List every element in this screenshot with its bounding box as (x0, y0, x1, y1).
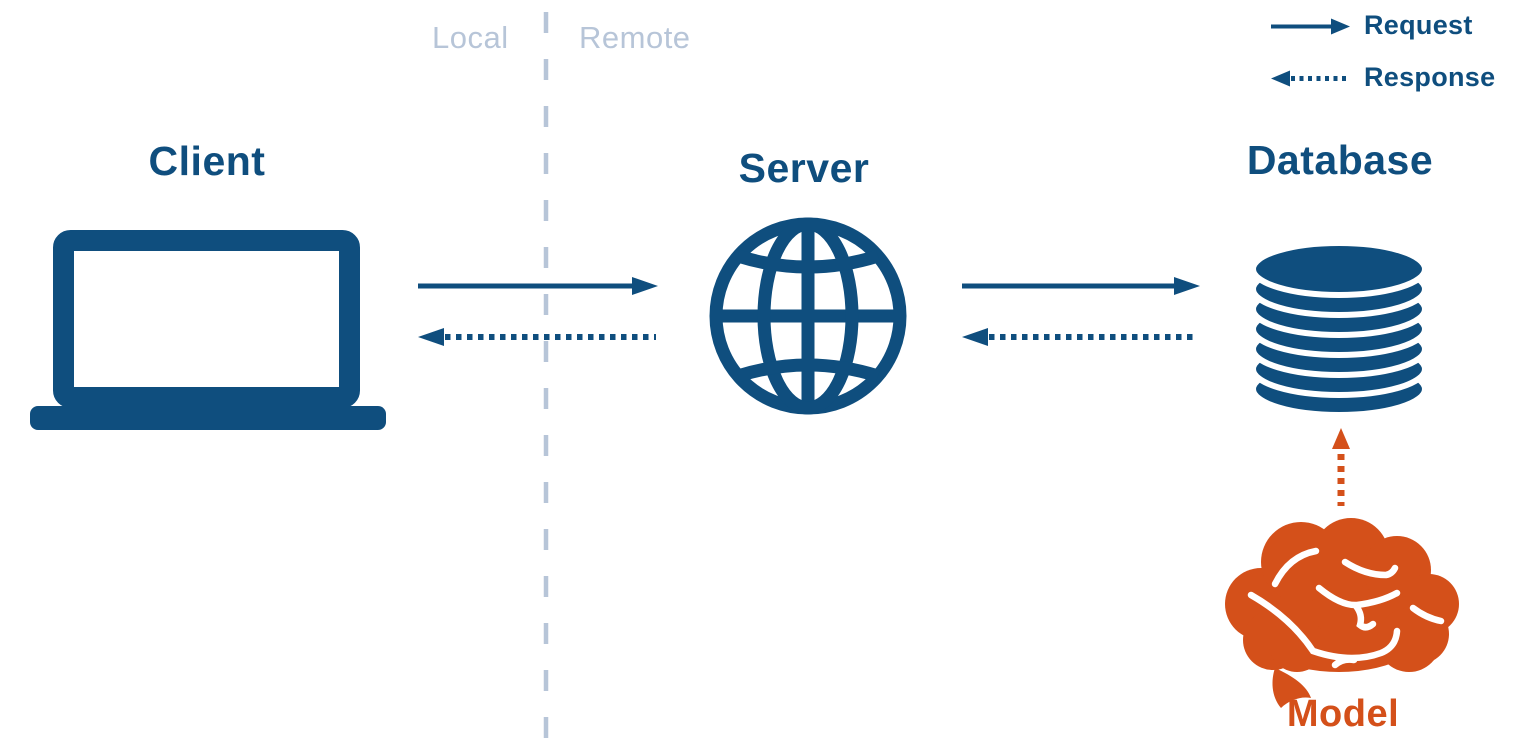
database-node-label: Database (1246, 137, 1434, 183)
response-arrow-database-to-server (962, 328, 1198, 346)
legend-request-label: Request (1364, 10, 1473, 40)
request-arrow-client-to-server (418, 277, 658, 295)
legend-response-arrow-icon (1271, 70, 1350, 87)
client-node-label: Client (148, 138, 266, 184)
legend-response-label: Response (1364, 62, 1496, 92)
brain-icon (1225, 518, 1459, 708)
globe-icon (709, 217, 907, 415)
response-arrow-server-to-client (418, 328, 656, 346)
response-arrow-model-to-database (1332, 428, 1350, 506)
zone-label-remote: Remote (579, 20, 691, 55)
model-node-label: Model (1286, 693, 1400, 735)
legend-request-arrow-icon (1271, 18, 1350, 35)
server-node-label: Server (738, 145, 870, 191)
database-icon (1250, 243, 1428, 418)
laptop-icon (30, 230, 386, 430)
zone-label-local: Local (432, 20, 509, 55)
request-arrow-server-to-database (962, 277, 1200, 295)
local-remote-divider-line (543, 12, 549, 756)
